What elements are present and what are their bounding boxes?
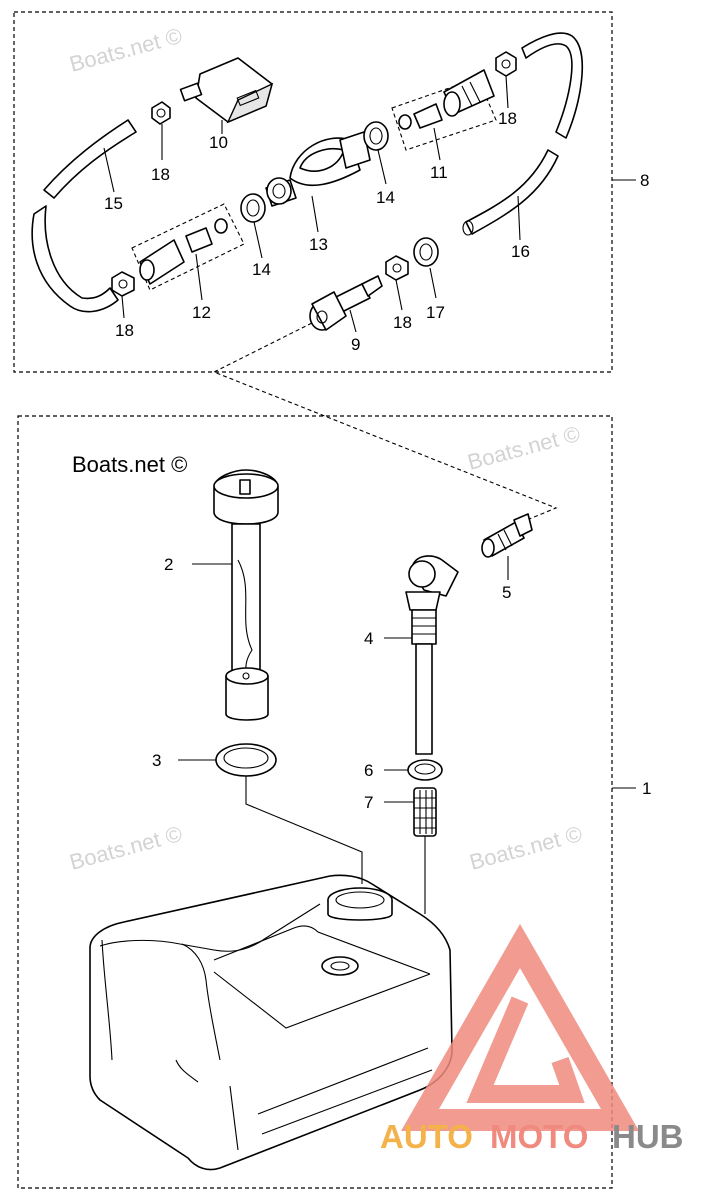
callout-18: 18: [115, 321, 134, 340]
callout-15: 15: [104, 194, 123, 213]
callout-4: 4: [364, 629, 373, 648]
fuel-gauge-2: [213, 469, 279, 721]
callout-5: 5: [502, 583, 511, 602]
ring-14-lower: [240, 193, 266, 223]
adapter-10: [179, 57, 274, 124]
callout-7: 7: [364, 793, 373, 812]
callout-14: 14: [376, 188, 395, 207]
callout-3: 3: [152, 751, 161, 770]
watermark-text: Boats.net ©: [465, 421, 583, 475]
watermark-text: Boats.net ©: [67, 23, 185, 77]
callout-13: 13: [309, 235, 328, 254]
callout-17: 17: [426, 303, 445, 322]
fitting-9: [309, 275, 383, 331]
callout-1: 1: [642, 779, 651, 798]
leader-lines-top: [103, 75, 636, 333]
fitting-5: [481, 513, 533, 558]
callout-14: 14: [252, 260, 271, 279]
hose-16: [462, 32, 583, 236]
logo-hub-text: HUB: [612, 1118, 684, 1155]
ring-14-upper: [363, 121, 389, 151]
connection-dash-line: [212, 319, 558, 523]
automotohub-logo: AUTO MOTO HUB: [380, 923, 684, 1155]
nut-18: [111, 271, 135, 297]
fuel-tank: [89, 874, 453, 1171]
o-ring-6: [407, 759, 443, 781]
connector-12: [131, 203, 245, 291]
tank-group-box: [17, 415, 613, 1189]
callout-2: 2: [164, 555, 173, 574]
callout-12: 12: [192, 303, 211, 322]
connector-11: [391, 69, 497, 151]
logo-moto-text: MOTO: [490, 1118, 588, 1155]
callout-6: 6: [364, 761, 373, 780]
callout-18: 18: [151, 165, 170, 184]
fuel-line-group-box: [13, 11, 613, 373]
callout-9: 9: [351, 335, 360, 354]
callout-18: 18: [393, 313, 412, 332]
pickup-elbow-4: [405, 555, 459, 755]
callout-10: 10: [209, 133, 228, 152]
callout-11: 11: [430, 163, 448, 182]
copyright-text: Boats.net ©: [72, 452, 187, 477]
primer-bulb-13: [265, 131, 371, 207]
nut-18: [151, 101, 171, 125]
watermark-text: Boats.net ©: [67, 821, 185, 875]
nut-18: [385, 255, 409, 281]
hose-15: [31, 119, 137, 313]
callout-8: 8: [640, 171, 649, 190]
gasket-3: [215, 743, 277, 777]
leader-lines-bottom: [178, 556, 636, 914]
watermark-text: Boats.net ©: [467, 821, 585, 875]
ring-17: [413, 237, 439, 267]
callout-18: 18: [498, 109, 517, 128]
nut-18: [495, 51, 517, 77]
logo-auto-text: AUTO: [380, 1118, 473, 1155]
filter-7: [413, 787, 437, 837]
callout-16: 16: [511, 242, 530, 261]
